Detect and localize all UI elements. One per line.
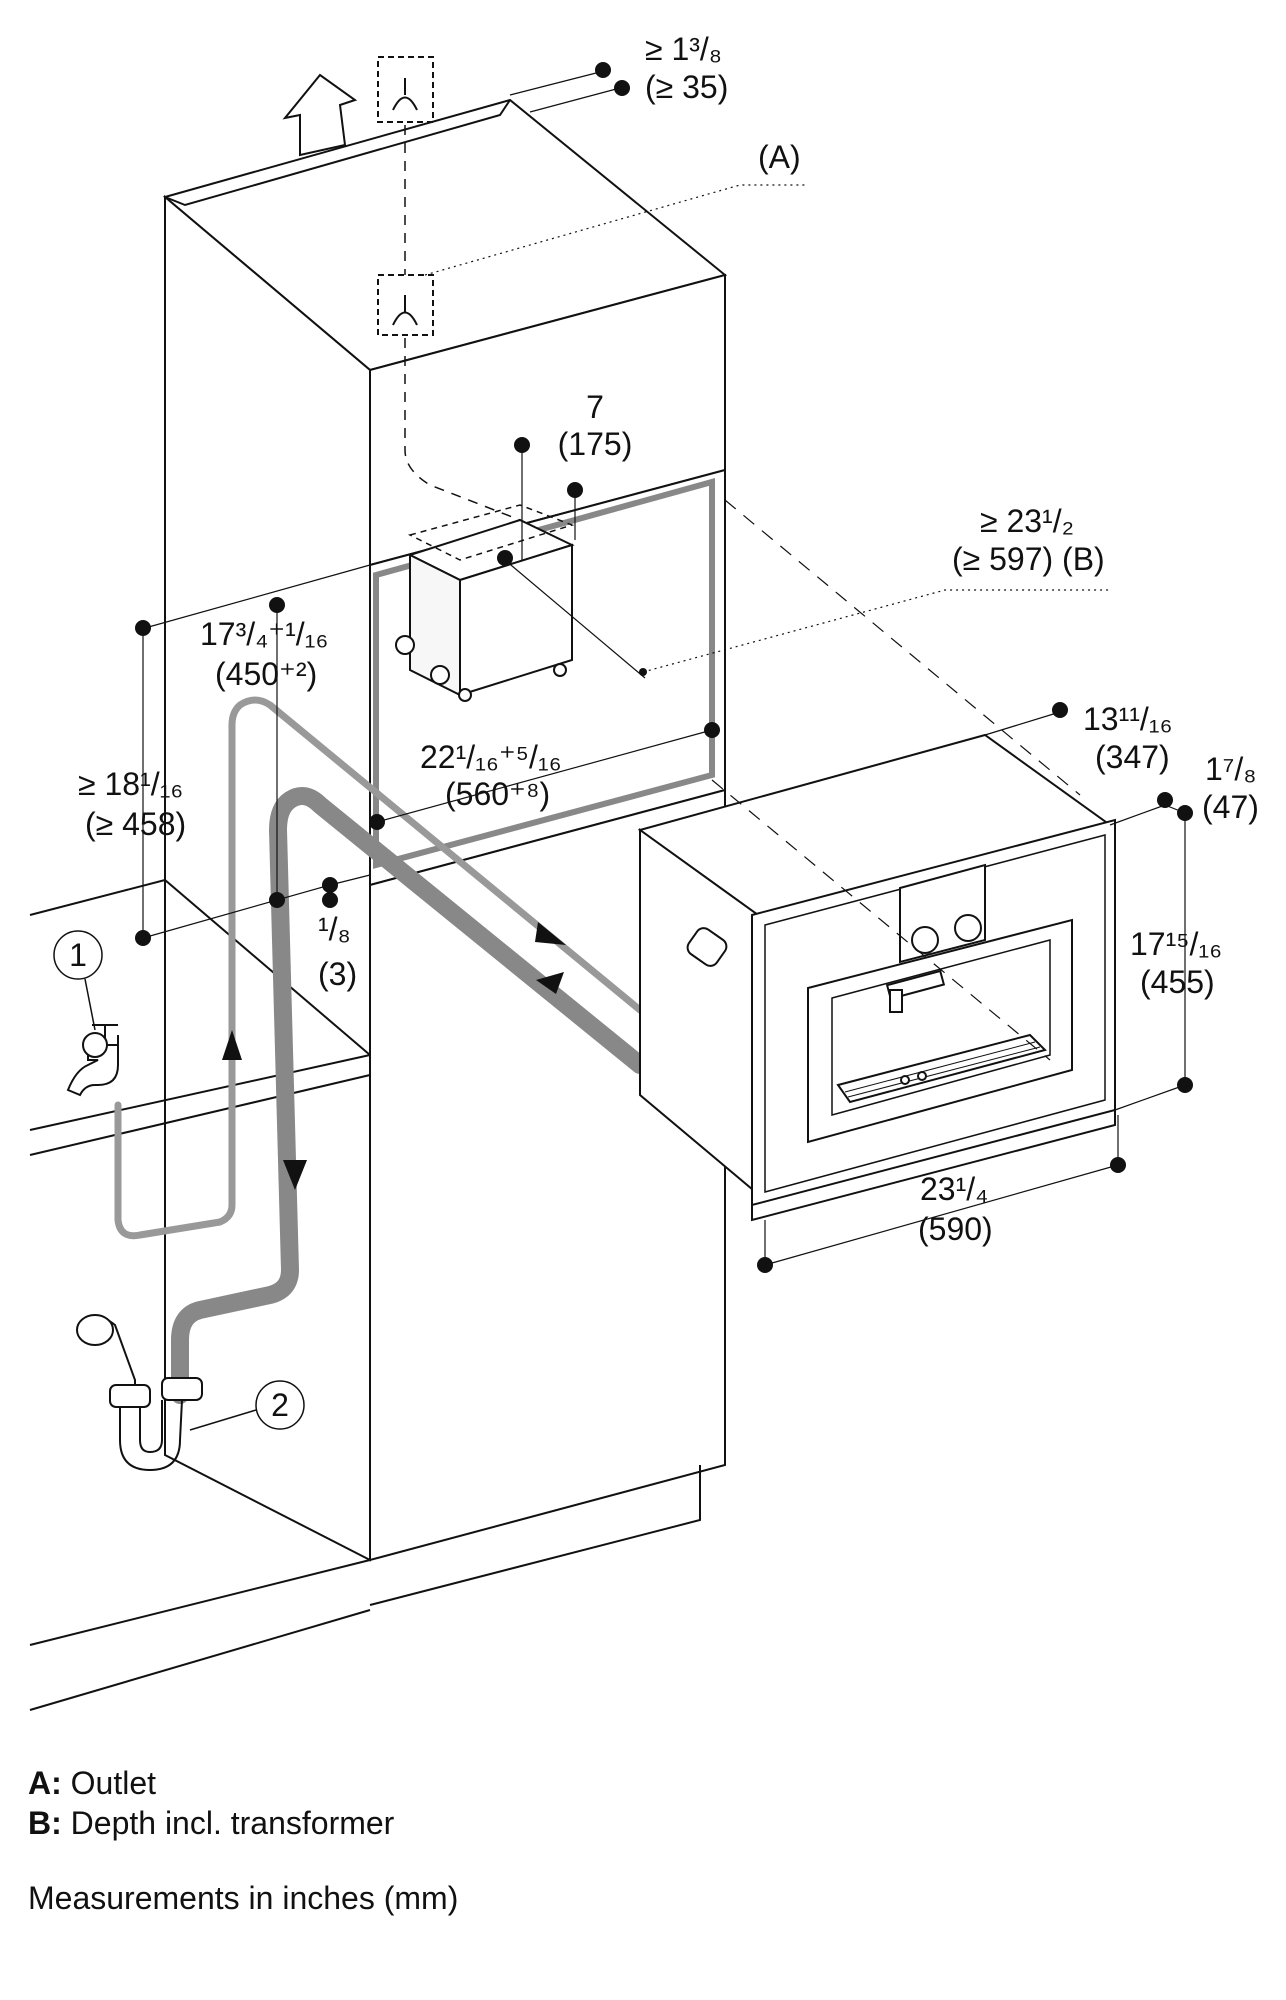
legend-b: B: Depth incl. transformer	[28, 1805, 394, 1842]
flow-arrow-left	[536, 972, 564, 994]
dim-18-in: ≥ 18¹/₁₆	[78, 766, 183, 802]
callout-2: 2	[189, 1380, 305, 1431]
drain-hose	[171, 787, 649, 1404]
dim-7-in: 7	[586, 389, 604, 425]
cabinet-plinth	[369, 1465, 701, 1606]
dim-depth-in: ≥ 23¹/₂	[980, 503, 1074, 539]
measurement-note-text: Measurements in inches (mm)	[28, 1880, 459, 1916]
ventilation-up-arrow	[282, 73, 358, 157]
dim-depth-mm: (≥ 597) (B)	[952, 541, 1105, 577]
outlet-a	[377, 274, 434, 336]
dimension-dots	[135, 62, 1193, 1273]
svg-text:1: 1	[69, 937, 87, 973]
dimension-labels: ≥ 1³/₈ (≥ 35) (A) 7 (175) ≥ 23¹/₂ (≥ 597…	[78, 31, 1259, 1247]
water-tap-icon	[66, 1024, 119, 1097]
water-hoses	[114, 696, 649, 1404]
dim-17-3-4-in: 17³/₄⁺¹/₁₆	[200, 616, 328, 652]
dim-1-8-in: ¹/₈	[318, 911, 351, 947]
drain-siphon-icon	[76, 1314, 203, 1472]
flow-arrow-right	[535, 922, 566, 945]
dim-23-1-4-in: 23¹/₄	[920, 1171, 988, 1207]
flow-arrow-down	[283, 1160, 307, 1190]
legend-a: A: Outlet	[28, 1765, 156, 1802]
measurement-note: Measurements in inches (mm)	[28, 1880, 458, 1917]
legend-a-text: Outlet	[70, 1765, 157, 1801]
outlet-top	[377, 56, 434, 123]
cabinet-left-side	[164, 194, 371, 1562]
flow-arrow-up	[222, 1030, 242, 1060]
dim-17-15-in: 17¹⁵/₁₆	[1130, 926, 1222, 962]
legend-a-key: A:	[28, 1765, 62, 1801]
dim-7-mm: (175)	[558, 426, 633, 462]
dim-13-in: 13¹¹/₁₆	[1083, 701, 1173, 737]
dimension-lines	[142, 71, 1186, 1266]
control-knob-right	[954, 914, 982, 942]
dim-22-in: 22¹/₁₆⁺⁵/₁₆	[420, 739, 562, 775]
dim-17-3-4-mm: (450⁺²)	[215, 656, 317, 692]
callout-1: 1	[53, 930, 103, 1031]
legend-b-text: Depth incl. transformer	[70, 1805, 395, 1841]
dim-18-mm: (≥ 458)	[85, 806, 186, 842]
countertop	[29, 878, 371, 1711]
control-knob-left	[911, 926, 939, 954]
dim-17-15-mm: (455)	[1140, 964, 1215, 1000]
dim-1-8-mm: (3)	[318, 956, 357, 992]
legend-b-key: B:	[28, 1805, 62, 1841]
cabinet-lower-front	[369, 788, 726, 1562]
coffee-machine	[637, 733, 1116, 1222]
niche-opening	[373, 478, 715, 869]
dim-1-7-8-mm: (47)	[1202, 789, 1259, 825]
dim-top-clearance-in: ≥ 1³/₈	[645, 31, 722, 67]
dim-23-1-4-mm: (590)	[918, 1211, 993, 1247]
dim-1-7-8-in: 1⁷/₈	[1205, 751, 1257, 787]
outlet-a-label: (A)	[758, 139, 801, 175]
inlet-hose	[114, 696, 644, 1240]
dim-13-mm: (347)	[1095, 739, 1170, 775]
svg-text:2: 2	[271, 1387, 289, 1423]
dim-top-clearance-mm: (≥ 35)	[645, 69, 728, 105]
dim-22-mm: (560⁺⁸)	[445, 776, 550, 812]
